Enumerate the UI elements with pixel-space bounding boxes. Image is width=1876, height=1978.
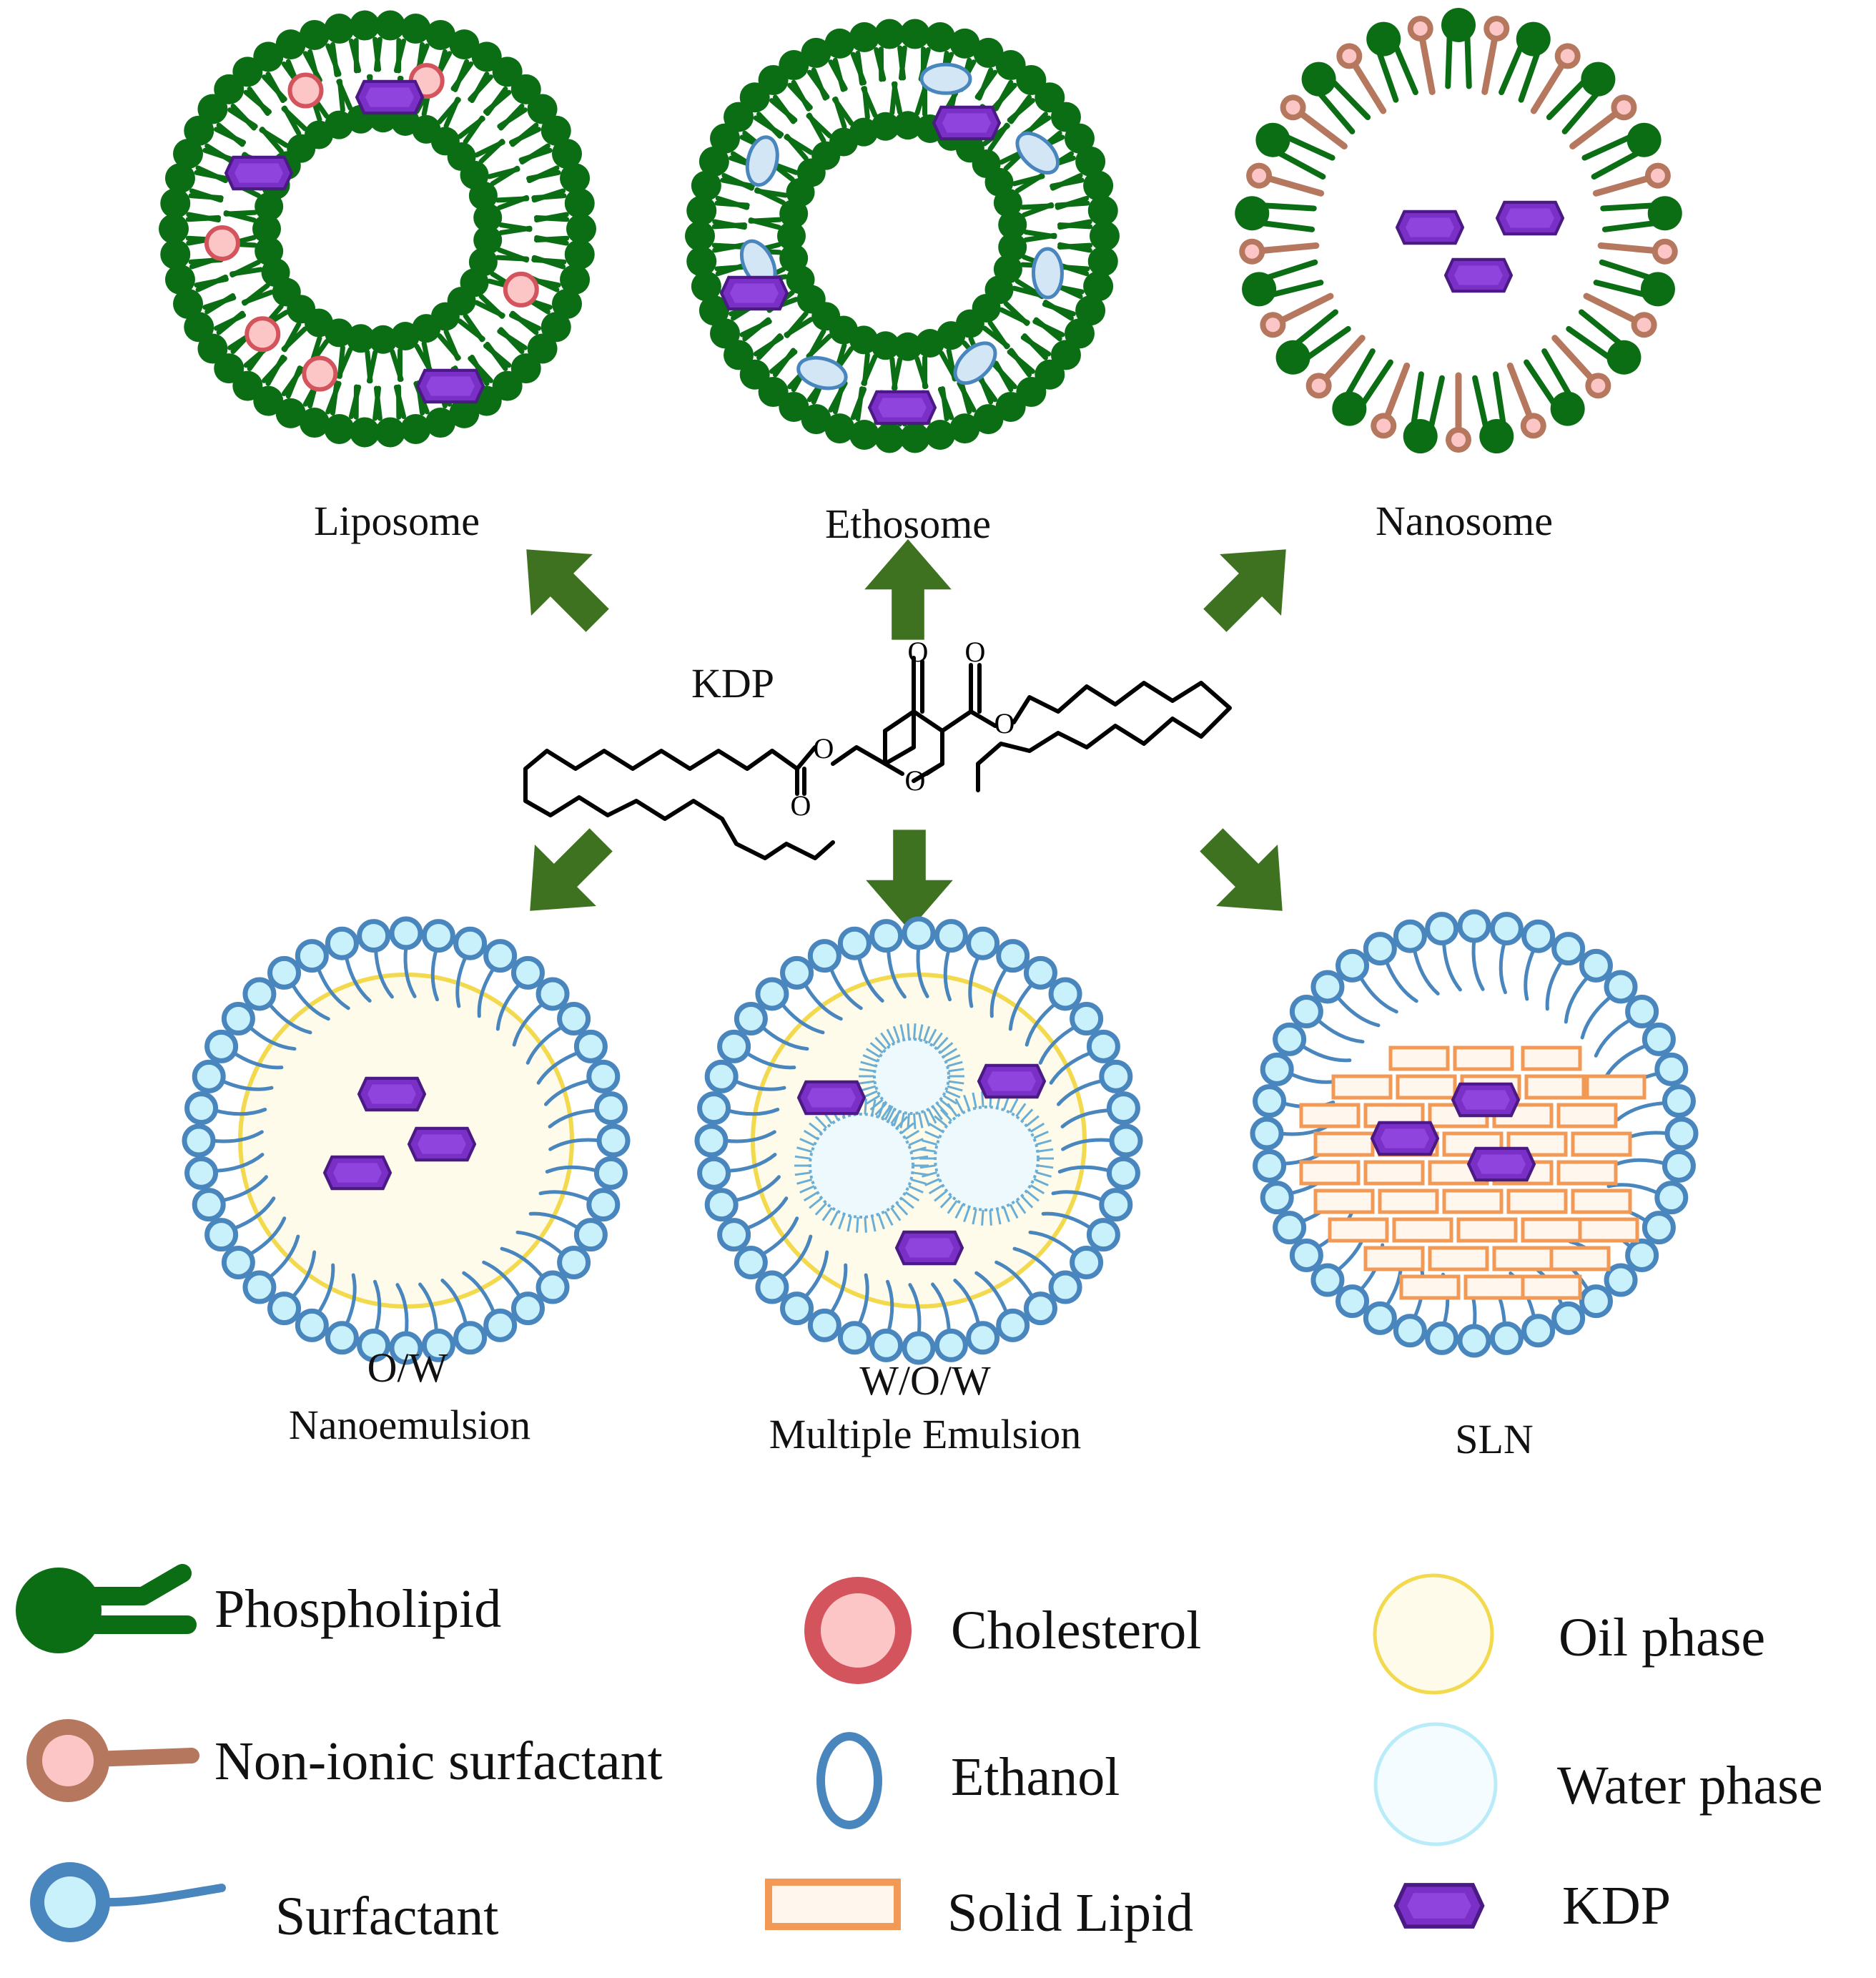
nanosome-diagram xyxy=(1235,8,1682,454)
phospholipid-icon xyxy=(16,1564,197,1653)
kdp-atoms: O O O O O O xyxy=(791,636,1015,822)
kdp-molecule-label: KDP xyxy=(691,660,774,707)
legend-oil-phase: Oil phase xyxy=(1559,1608,1765,1668)
ethosome-diagram xyxy=(685,19,1120,453)
svg-text:O: O xyxy=(905,764,926,797)
nonionic-surfactant-icon xyxy=(26,1719,199,1802)
nanosome-label: Nanosome xyxy=(1376,498,1553,544)
svg-text:O: O xyxy=(965,636,986,668)
legend-ethanol: Ethanol xyxy=(951,1747,1120,1807)
ow-label-line2: Nanoemulsion xyxy=(289,1402,530,1448)
legend: Phospholipid Non-ionic surfactant Surfac… xyxy=(16,1564,1823,1947)
legend-solid-lipid: Solid Lipid xyxy=(947,1883,1193,1943)
legend-surfactant: Surfactant xyxy=(275,1886,498,1947)
legend-water-phase: Water phase xyxy=(1557,1756,1823,1816)
legend-phospholipid: Phospholipid xyxy=(214,1579,501,1639)
oil-phase-icon xyxy=(1373,1573,1494,1695)
legend-nonionic: Non-ionic surfactant xyxy=(214,1731,663,1791)
ow-nanoemulsion-diagram xyxy=(182,916,631,1365)
svg-text:O: O xyxy=(814,732,834,764)
sln-label: SLN xyxy=(1455,1416,1534,1462)
wow-label-line1: W/O/W xyxy=(859,1357,991,1404)
svg-text:O: O xyxy=(791,789,811,822)
surfactant-icon xyxy=(30,1862,226,1942)
svg-text:O: O xyxy=(908,636,929,668)
svg-text:O: O xyxy=(994,707,1015,739)
ow-label-line1: O/W xyxy=(367,1344,448,1391)
wow-emulsion-diagram xyxy=(694,916,1143,1365)
kdp-icon xyxy=(1396,1885,1483,1927)
liposome-label: Liposome xyxy=(314,498,480,544)
liposome-diagram xyxy=(159,10,596,448)
water-phase-icon xyxy=(1373,1722,1498,1846)
sln-diagram xyxy=(1250,909,1699,1358)
wow-label-line2: Multiple Emulsion xyxy=(769,1411,1082,1457)
cholesterol-icon xyxy=(804,1577,912,1684)
solid-lipid-icon xyxy=(765,1879,901,1930)
legend-cholesterol: Cholesterol xyxy=(951,1600,1201,1660)
kdp-structure xyxy=(523,656,1232,860)
legend-kdp: KDP xyxy=(1562,1876,1671,1936)
ethanol-icon xyxy=(816,1732,882,1829)
